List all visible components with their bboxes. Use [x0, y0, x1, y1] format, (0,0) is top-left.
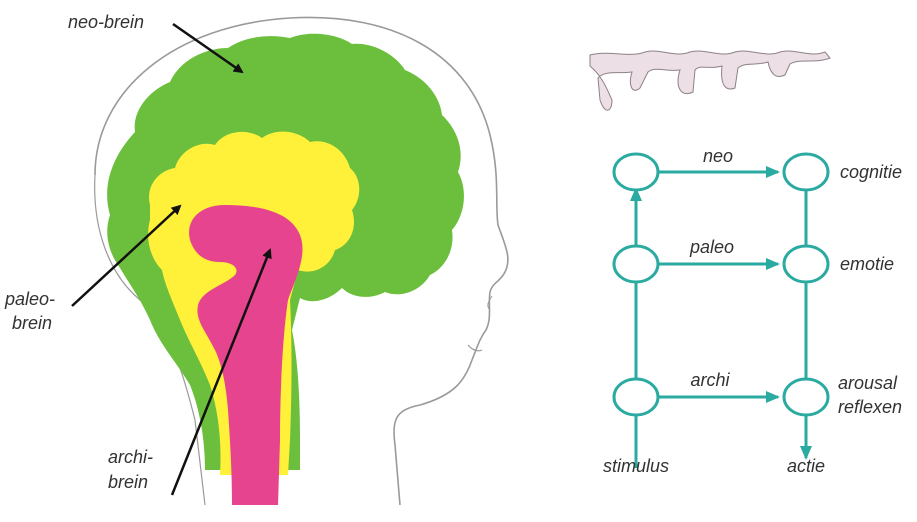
node-paleo-left [614, 246, 658, 282]
output-reflexen-label: reflexen [838, 397, 902, 417]
flow-diagram [614, 154, 828, 468]
node-neo-left [614, 154, 658, 190]
archi-brein-label-line2: brein [108, 472, 148, 492]
edge-neo-label: neo [703, 146, 733, 166]
node-paleo-right [784, 246, 828, 282]
paleo-brein-label-line1: paleo- [4, 289, 55, 309]
cortex-sketch [590, 51, 830, 110]
edge-paleo-label: paleo [689, 237, 734, 257]
output-emotie-label: emotie [840, 254, 894, 274]
mouth-line [468, 345, 482, 351]
archi-brein-label-line1: archi- [108, 447, 153, 467]
node-neo-right [784, 154, 828, 190]
paleo-brein-label-line2: brein [12, 313, 52, 333]
actie-label: actie [787, 456, 825, 476]
node-archi-right [784, 379, 828, 415]
neo-brein-label: neo-brein [68, 12, 144, 32]
edge-archi-label: archi [690, 370, 730, 390]
stimulus-label: stimulus [603, 456, 669, 476]
node-archi-left [614, 379, 658, 415]
output-cognitie-label: cognitie [840, 162, 902, 182]
output-arousal-label: arousal [838, 373, 898, 393]
